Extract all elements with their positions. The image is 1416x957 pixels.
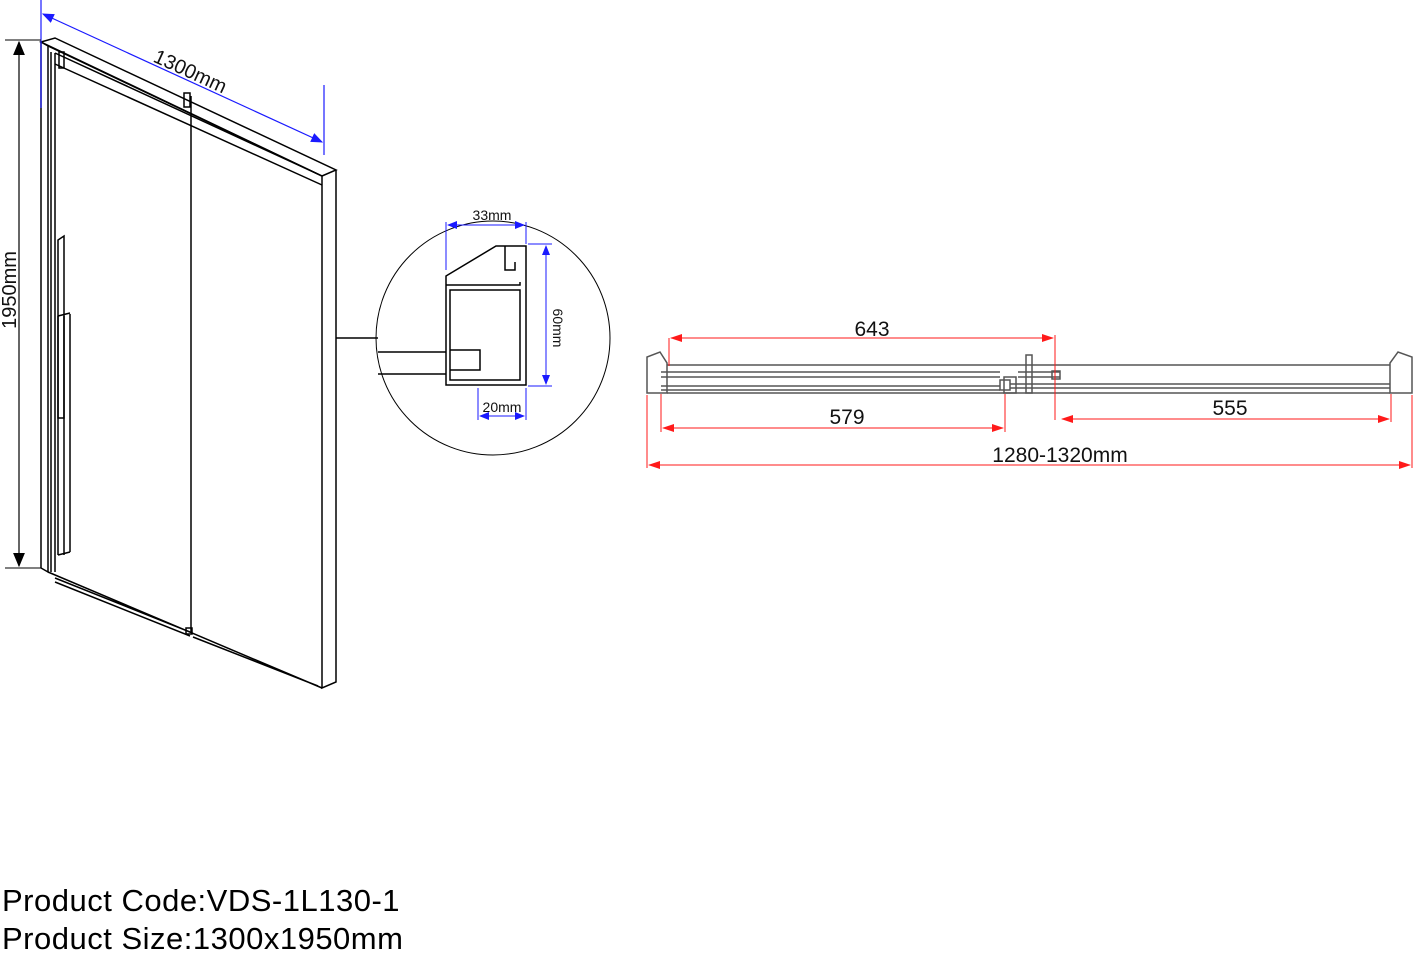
- product-size-value: 1300x1950mm: [192, 921, 404, 956]
- product-code: Product Code:VDS-1L130-1: [2, 883, 400, 919]
- plan-view: 643 579 555 1280-1320mm: [646, 318, 1413, 469]
- dim-overall: 1280-1320mm: [992, 444, 1127, 467]
- width-label: 1300mm: [150, 46, 230, 98]
- dim-579: 579: [829, 406, 864, 429]
- product-size: Product Size:1300x1950mm: [2, 921, 403, 957]
- product-code-label: Product Code:: [2, 883, 207, 918]
- profile-height: 60mm: [550, 309, 566, 348]
- profile-bottom-width: 20mm: [483, 399, 522, 415]
- dim-643: 643: [854, 318, 889, 341]
- height-dimension: 1950mm: [0, 39, 41, 569]
- door-elevation: [38, 37, 378, 690]
- dim-555: 555: [1212, 397, 1247, 420]
- product-size-label: Product Size:: [2, 921, 193, 956]
- profile-top-width: 33mm: [473, 207, 512, 223]
- height-label: 1950mm: [0, 251, 21, 329]
- product-code-value: VDS-1L130-1: [206, 883, 401, 918]
- profile-detail: 33mm 20mm 60mm: [375, 207, 611, 456]
